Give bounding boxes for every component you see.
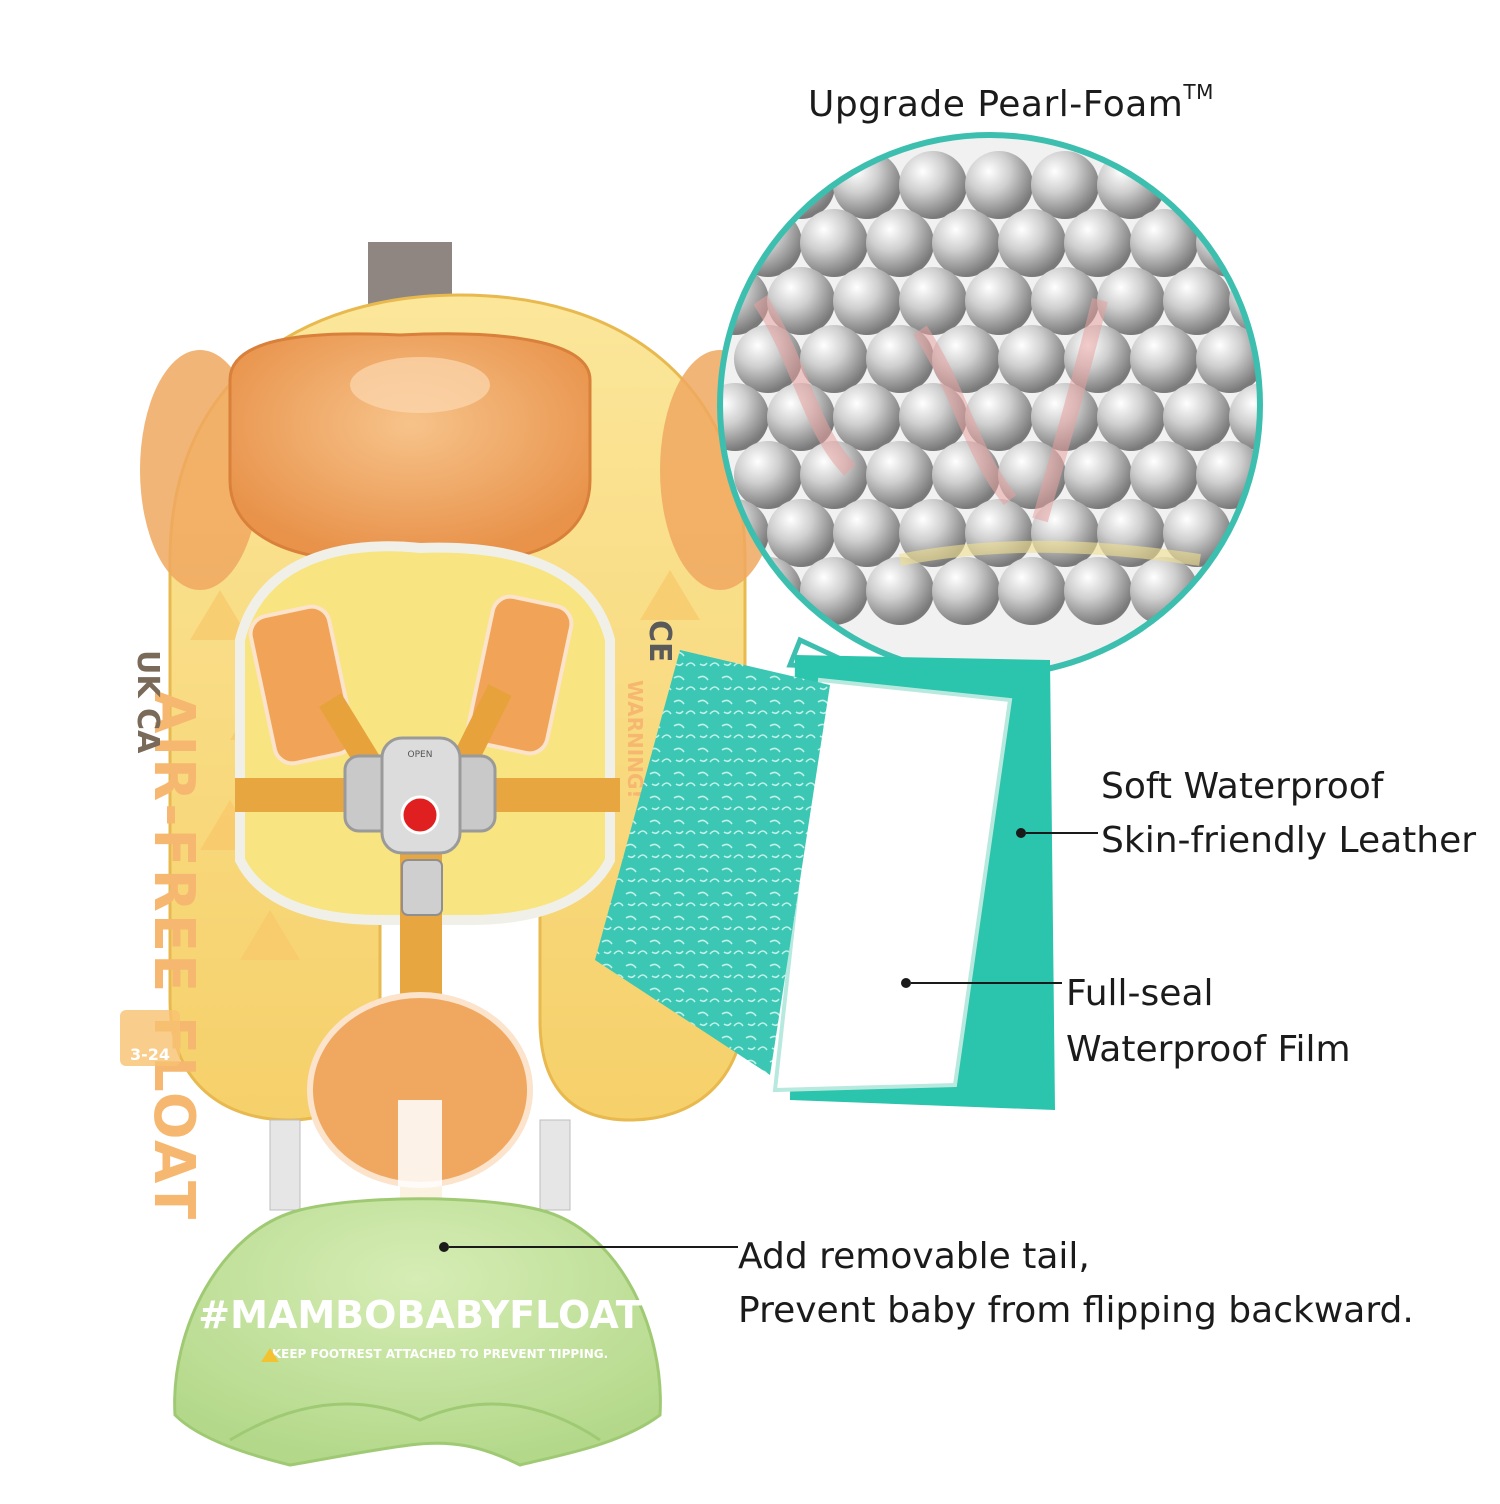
foam-ball bbox=[800, 441, 868, 509]
age-range-text: 3-24 bbox=[130, 1045, 170, 1064]
foam-ball bbox=[1262, 325, 1330, 393]
cert-marks: UK CA bbox=[130, 650, 165, 754]
foam-ball bbox=[1031, 151, 1099, 219]
stand-right bbox=[539, 1119, 571, 1211]
leather-callout-line2: Skin-friendly Leather bbox=[1101, 820, 1477, 861]
tail-callout-line2: Prevent baby from flipping backward. bbox=[738, 1290, 1414, 1331]
foam-ball bbox=[833, 151, 901, 219]
side-print-text: AIR-FREE FLOAT bbox=[141, 690, 206, 1221]
foam-ball bbox=[965, 267, 1033, 335]
foam-ball bbox=[1229, 151, 1260, 219]
tail-print-text: #MAMBOBABYFLOAT bbox=[198, 1293, 641, 1337]
foam-ball bbox=[1064, 209, 1132, 277]
foam-ball bbox=[899, 267, 967, 335]
foam-ball bbox=[965, 383, 1033, 451]
leather-callout: Soft Waterproof Skin-friendly Leather bbox=[1101, 760, 1476, 868]
tail-callout-line1: Add removable tail, bbox=[738, 1236, 1090, 1277]
foam-ball bbox=[1130, 325, 1198, 393]
buckle-release-button bbox=[400, 795, 440, 835]
buckle: OPEN bbox=[343, 736, 497, 916]
page-title: Upgrade Pearl-FoamTM bbox=[808, 80, 1214, 125]
foam-ball bbox=[1064, 557, 1132, 625]
film-callout-line1: Full-seal bbox=[1066, 973, 1214, 1014]
age-badge bbox=[120, 1010, 180, 1066]
foam-ball bbox=[1262, 209, 1330, 277]
foam-ball bbox=[866, 441, 934, 509]
foam-ball bbox=[998, 325, 1066, 393]
foam-ball bbox=[1229, 383, 1260, 451]
film-callout-line2: Waterproof Film bbox=[1066, 1029, 1351, 1070]
leather-callout-line1: Soft Waterproof bbox=[1101, 766, 1384, 807]
foam-ball bbox=[899, 151, 967, 219]
foam-magnifier bbox=[717, 132, 1330, 678]
foam-ball bbox=[1031, 267, 1099, 335]
foam-ball bbox=[1064, 441, 1132, 509]
film-callout: Full-seal Waterproof Film bbox=[1066, 966, 1351, 1078]
foam-ball bbox=[1130, 209, 1198, 277]
trademark-mark: TM bbox=[1183, 80, 1214, 104]
foam-ball bbox=[800, 209, 868, 277]
foam-ball bbox=[800, 557, 868, 625]
ce-mark: CE bbox=[642, 620, 677, 663]
foam-ball bbox=[1163, 383, 1231, 451]
foam-ball bbox=[932, 557, 1000, 625]
foam-ball bbox=[1097, 267, 1165, 335]
foam-ball bbox=[965, 151, 1033, 219]
removable-tail bbox=[173, 1197, 662, 1467]
airflow-arrows bbox=[753, 295, 1201, 566]
foam-ball bbox=[833, 267, 901, 335]
foam-ball bbox=[965, 499, 1033, 567]
foam-ball bbox=[1262, 441, 1330, 509]
foam-ball bbox=[866, 557, 934, 625]
foam-ball bbox=[1130, 441, 1198, 509]
warning-triangle-icon bbox=[261, 1348, 279, 1362]
foam-ball bbox=[833, 499, 901, 567]
foam-ball bbox=[866, 325, 934, 393]
foam-ball bbox=[866, 209, 934, 277]
film-pointer-dot bbox=[901, 978, 911, 988]
foam-ball bbox=[767, 499, 835, 567]
foam-ball bbox=[1262, 557, 1330, 625]
foam-ball bbox=[998, 557, 1066, 625]
film-layer bbox=[772, 677, 1013, 1093]
foam-ball bbox=[932, 209, 1000, 277]
leather-pointer-dot bbox=[1016, 828, 1026, 838]
foam-ball bbox=[734, 441, 802, 509]
foam-layer bbox=[595, 650, 830, 1075]
foam-ball bbox=[720, 151, 769, 219]
warning-print: WARNING! bbox=[623, 680, 647, 799]
foam-ball bbox=[1163, 267, 1231, 335]
material-layers bbox=[595, 650, 1098, 1110]
foam-ball bbox=[833, 383, 901, 451]
buckle-label: OPEN bbox=[408, 750, 433, 760]
foam-ball bbox=[800, 325, 868, 393]
tail-callout: Add removable tail, Prevent baby from fl… bbox=[738, 1230, 1414, 1338]
tail-pointer-dot bbox=[439, 1242, 449, 1252]
foam-ball bbox=[1163, 499, 1231, 567]
foam-ball bbox=[1196, 325, 1260, 393]
foam-ball bbox=[1097, 383, 1165, 451]
foam-ball bbox=[767, 267, 835, 335]
title-text: Upgrade Pearl-Foam bbox=[808, 84, 1184, 125]
foam-ball bbox=[720, 383, 769, 451]
instruction-label bbox=[398, 1100, 442, 1210]
baby-float: OPEN AIR-FREE FLOAT UK CA CE WARNING! 3-… bbox=[120, 242, 780, 1467]
stand-left bbox=[269, 1119, 301, 1211]
tail-warning-text: KEEP FOOTREST ATTACHED TO PREVENT TIPPIN… bbox=[272, 1347, 608, 1361]
foam-ball bbox=[998, 209, 1066, 277]
